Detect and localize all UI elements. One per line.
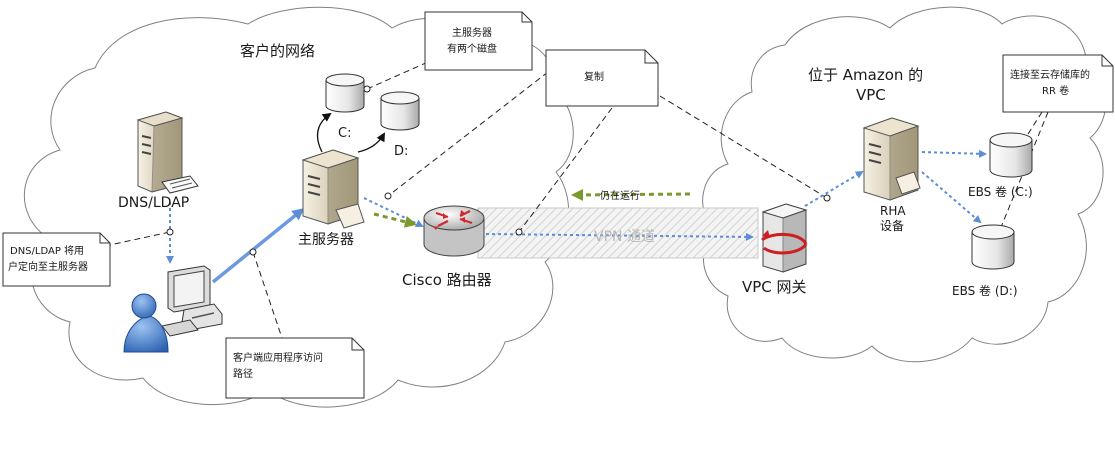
note-replication-text: 复制 [584,70,604,83]
rha-appliance-icon [862,117,921,201]
note-dns-redirect-line2: 户定向至主服务器 [8,260,88,273]
dns-ldap-label: DNS/LDAP [118,195,189,211]
vpn-tunnel-label: VPN 通道 [594,229,655,245]
vpc-gateway-icon [761,203,808,273]
primary-server-label: 主服务器 [298,232,354,248]
callout-leaders [104,61,1049,339]
dns-ldap-server-icon [136,111,199,194]
primary-server-icon [301,149,365,229]
note-two-disks [424,11,533,71]
note-rr-volume [1002,54,1114,113]
cisco-router-icon [423,205,485,257]
customer-network-label: 客户的网络 [240,42,315,60]
note-client-path [225,337,365,399]
cisco-router-label: Cisco 路由器 [402,271,492,289]
note-two-disks-line2: 有两个磁盘 [447,42,497,55]
ebs-volume-d-icon [971,224,1015,270]
disk-arrows [316,112,385,153]
client-access-arrow [211,208,305,284]
rha-label-line1: RHA [880,204,906,218]
vpn-tunnel-band [477,207,759,259]
client-workstation-icon [161,265,223,337]
note-rr-volume-line2: RR 卷 [1042,84,1069,97]
ebs-volume-c-icon [989,132,1033,178]
note-dns-redirect [2,232,111,287]
note-two-disks-line1: 主服务器 [452,26,492,39]
disk-c-icon [325,73,365,113]
note-rr-volume-line1: 连接至云存储库的 [1010,68,1090,81]
rha-label-line2: 设备 [880,219,904,233]
user-icon [123,293,169,353]
amazon-vpc-title-line1: 位于 Amazon 的 [808,66,923,84]
amazon-vpc-title-line2: VPC [856,86,886,104]
failover-arrows [373,188,691,228]
note-client-path-line2: 路径 [233,367,253,380]
note-dns-redirect-line1: DNS/LDAP 将用 [10,245,84,257]
note-replication [545,49,659,107]
drive-d-label: D: [394,144,408,159]
ebs-c-label: EBS 卷 (C:) [968,184,1033,199]
still-running-label: 仍在运行 [600,189,640,202]
drive-c-label: C: [338,126,351,141]
disk-d-icon [380,91,420,131]
vpc-gateway-label: VPC 网关 [742,278,807,296]
note-client-path-line1: 客户端应用程序访问 [233,351,323,364]
ebs-d-label: EBS 卷 (D:) [952,283,1018,298]
